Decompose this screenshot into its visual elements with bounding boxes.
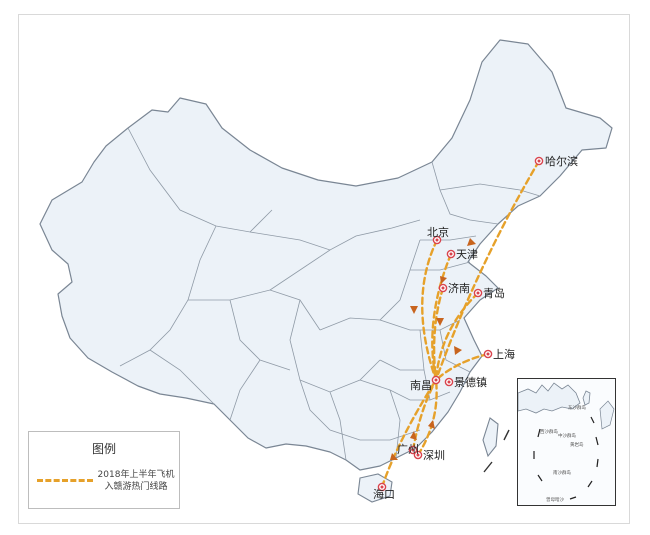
city-marker <box>444 377 454 387</box>
city-marker <box>413 450 423 460</box>
arrow-icon <box>410 306 418 314</box>
arrow-icon <box>436 318 444 326</box>
city-label-jinan: 济南 <box>448 281 470 295</box>
city-marker <box>431 375 441 385</box>
city-label-shanghai: 上海 <box>493 347 515 361</box>
route-arrows <box>390 238 476 460</box>
taiwan-island <box>482 417 499 458</box>
south-china-sea-inset: 东沙群岛 西沙群岛 中沙群岛 黄岩岛 南沙群岛 曾母暗沙 <box>517 378 616 506</box>
inset-map: 东沙群岛 西沙群岛 中沙群岛 黄岩岛 南沙群岛 曾母暗沙 <box>518 382 615 503</box>
arrow-icon <box>440 276 447 284</box>
arrow-icon <box>410 431 417 440</box>
city-label-harbin: 哈尔滨 <box>545 154 578 168</box>
arrow-icon <box>467 238 476 246</box>
city-label-haikou: 海口 <box>373 487 395 501</box>
arrow-icon <box>454 346 462 355</box>
city-marker <box>534 156 544 166</box>
city-marker <box>438 283 448 293</box>
city-marker <box>483 349 493 359</box>
city-label-beijing: 北京 <box>427 225 449 239</box>
route-lines <box>380 159 541 489</box>
city-label-jingdezhen: 景德镇 <box>454 375 487 389</box>
route-jinan <box>432 286 445 382</box>
route-qingdao <box>434 291 480 382</box>
city-label-qingdao: 青岛 <box>483 286 505 300</box>
legend-route-swatch <box>37 479 93 482</box>
china-outline <box>39 39 613 471</box>
route-harbin <box>434 159 541 382</box>
province-borders <box>119 127 541 461</box>
route-shenzhen <box>416 378 438 457</box>
inset-taiwan <box>582 390 591 406</box>
city-markers <box>377 156 544 492</box>
city-marker <box>377 482 387 492</box>
arrow-icon <box>390 453 398 460</box>
city-label-shenzhen: 深圳 <box>423 449 445 462</box>
inset-label-zhongsha: 中沙群岛 <box>558 432 576 439</box>
city-label-tianjin: 天津 <box>456 248 478 261</box>
city-marker <box>473 288 483 298</box>
inset-land-east <box>599 400 615 430</box>
inset-label-nansha: 南沙群岛 <box>553 469 571 476</box>
inset-boundary-dashes <box>533 416 599 500</box>
inset-label-xisha: 西沙群岛 <box>540 428 558 435</box>
legend-box: 图例 2018年上半年飞机入赣游热门线路 <box>28 431 180 509</box>
arrow-icon <box>428 420 435 429</box>
city-marker <box>408 445 418 455</box>
route-beijing <box>421 238 439 382</box>
inset-label-huangyan: 黄岩岛 <box>570 441 584 448</box>
inset-label-zengmu: 曾母暗沙 <box>546 496 564 503</box>
city-label-nanchang: 南昌 <box>410 379 432 392</box>
inset-coastline <box>518 382 581 414</box>
legend-title: 图例 <box>91 442 116 456</box>
city-marker <box>446 249 456 259</box>
city-label-guangzhou: 广州 <box>397 443 419 456</box>
sea-boundary-marks <box>483 429 510 473</box>
route-haikou <box>380 378 438 489</box>
city-labels: 哈尔滨 北京 天津 济南 青岛 上海 景德镇 南昌 广州 深圳 海口 <box>373 154 578 501</box>
legend-route-label: 2018年上半年飞机入赣游热门线路 <box>97 470 175 492</box>
route-shanghai <box>434 352 490 382</box>
inset-label-dongsha: 东沙群岛 <box>568 404 586 411</box>
city-marker <box>432 235 442 245</box>
